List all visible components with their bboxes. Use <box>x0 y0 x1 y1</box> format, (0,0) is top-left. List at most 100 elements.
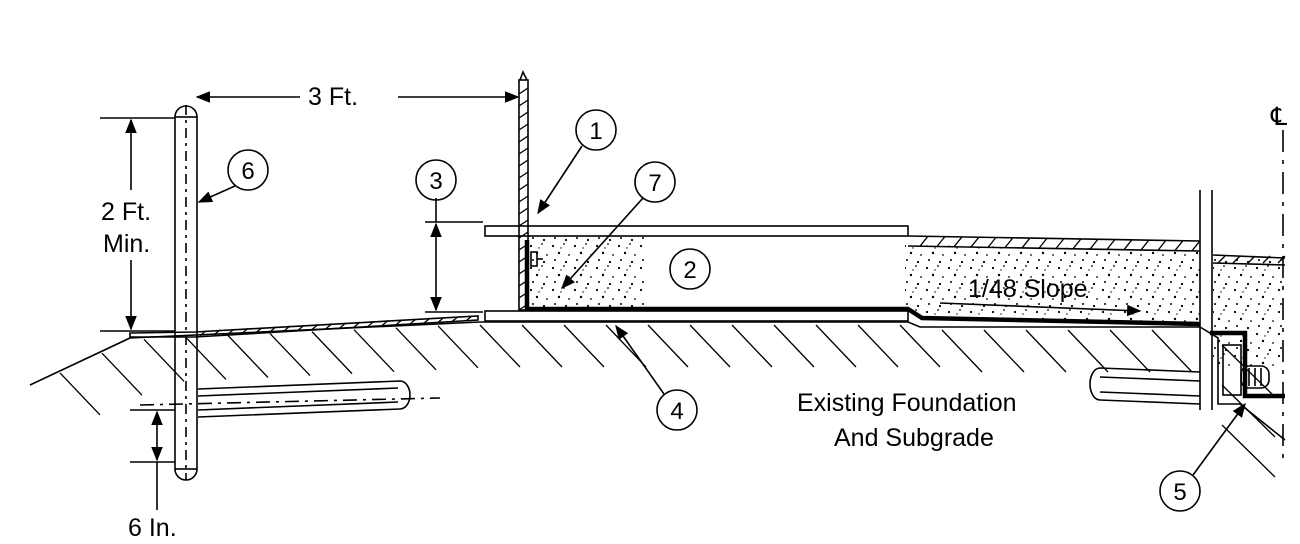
hatch-line <box>1072 238 1082 250</box>
slab-bottom <box>484 310 909 322</box>
hatch-line <box>983 329 1025 373</box>
hatch-line <box>381 320 389 327</box>
hatch-line <box>815 324 857 368</box>
hatch-line <box>367 320 375 327</box>
slope-label: 1/48 Slope <box>968 275 1088 303</box>
slab-top <box>484 225 909 237</box>
hatch-line <box>518 219 529 227</box>
hatch-line <box>1174 240 1184 251</box>
hatch-line <box>465 315 473 322</box>
hatch-line <box>518 159 529 167</box>
hatch-line <box>1221 424 1276 478</box>
hatch-line <box>563 324 605 368</box>
hatch-line <box>283 325 291 332</box>
hatch-line <box>773 324 815 368</box>
hatch-line <box>1157 239 1167 251</box>
dimension-3ft: 3 Ft. <box>195 83 520 111</box>
hatch-line <box>1109 329 1151 373</box>
hatch-line <box>899 324 941 368</box>
hatch-line <box>1151 329 1193 373</box>
hatch-line <box>423 317 431 324</box>
svg-text:4: 4 <box>670 398 683 425</box>
hatch-line <box>518 207 529 215</box>
callout-6: 6 <box>197 149 269 203</box>
right-wall <box>1199 190 1213 410</box>
hatch-line <box>987 236 997 248</box>
hatch-line <box>479 324 521 368</box>
hatch-line <box>518 303 529 311</box>
hatch-line <box>395 327 437 371</box>
hatch-line <box>1038 237 1048 249</box>
hatch-line <box>518 99 529 107</box>
hatch-line <box>518 87 529 95</box>
hatch-line <box>1221 384 1276 438</box>
hatch-line <box>518 243 529 251</box>
hatch-line <box>311 323 319 330</box>
hatch-line <box>241 327 249 334</box>
hatch-line <box>1025 329 1067 373</box>
hatch-line <box>409 318 417 325</box>
hatch-line <box>325 323 333 330</box>
hatch-line <box>1021 237 1031 249</box>
callout-4: 4 <box>615 324 698 431</box>
dimension-height-label-line1: 2 Ft. <box>101 198 151 226</box>
callout-1: 1 <box>537 109 617 215</box>
hatch-line <box>518 231 529 239</box>
surface-strip-left <box>129 315 479 338</box>
callout-3: 3 <box>415 159 457 201</box>
hatch-line <box>647 324 689 368</box>
svg-text:1: 1 <box>589 118 602 145</box>
hatch-line <box>1067 329 1109 373</box>
hatch-line <box>1106 238 1116 250</box>
hatch-line <box>518 147 529 155</box>
hatch-line <box>731 324 773 368</box>
dimension-6in: 6 In. <box>128 409 177 542</box>
ground-section <box>29 321 1286 478</box>
hatch-line <box>353 321 361 328</box>
hatch-line <box>518 135 529 143</box>
hatch-line <box>143 338 185 382</box>
hatch-line <box>521 324 563 368</box>
hatch-line <box>185 336 227 380</box>
hatch-line <box>1123 239 1133 251</box>
hatch-line <box>1217 255 1226 264</box>
hatch-line <box>1140 239 1150 251</box>
dimension-2ft: 2 Ft. Min. <box>100 117 175 332</box>
membrane-liner <box>524 240 1285 399</box>
centerline: ℄ <box>1270 103 1287 465</box>
hatch-line <box>227 328 235 335</box>
callout-5: 5 <box>1159 402 1246 512</box>
pavement-top-right <box>907 235 1286 266</box>
hatch-line <box>518 291 529 299</box>
hatch-line <box>919 235 929 247</box>
guard-post <box>174 105 198 481</box>
bulkhead-wall <box>518 70 543 311</box>
hatch-line <box>59 372 101 416</box>
hatch-line <box>689 324 731 368</box>
hatch-line <box>213 329 221 336</box>
hatch-line <box>953 236 963 248</box>
hatch-line <box>353 329 395 373</box>
pipe-right <box>1089 367 1201 405</box>
hatch-line <box>518 183 529 191</box>
svg-text:2: 2 <box>683 257 696 284</box>
hatch-line <box>199 330 207 337</box>
hatch-line <box>311 331 353 375</box>
fill-material <box>530 237 1283 368</box>
hatch-line <box>518 123 529 131</box>
hatch-line <box>1232 255 1241 264</box>
hatch-line <box>101 352 143 396</box>
hatch-line <box>518 255 529 263</box>
hatch-line <box>518 111 529 119</box>
foundation-annotation: Existing Foundation And Subgrade <box>797 389 1017 452</box>
svg-text:5: 5 <box>1173 479 1186 506</box>
hatch-line <box>857 324 899 368</box>
hatch-line <box>269 333 311 377</box>
hatch-line <box>451 316 459 323</box>
hatch-line <box>518 171 529 179</box>
hatch-line <box>941 329 983 373</box>
callout-2: 2 <box>669 248 711 290</box>
hatch-line <box>269 326 277 333</box>
dimension-form-height <box>425 198 483 313</box>
